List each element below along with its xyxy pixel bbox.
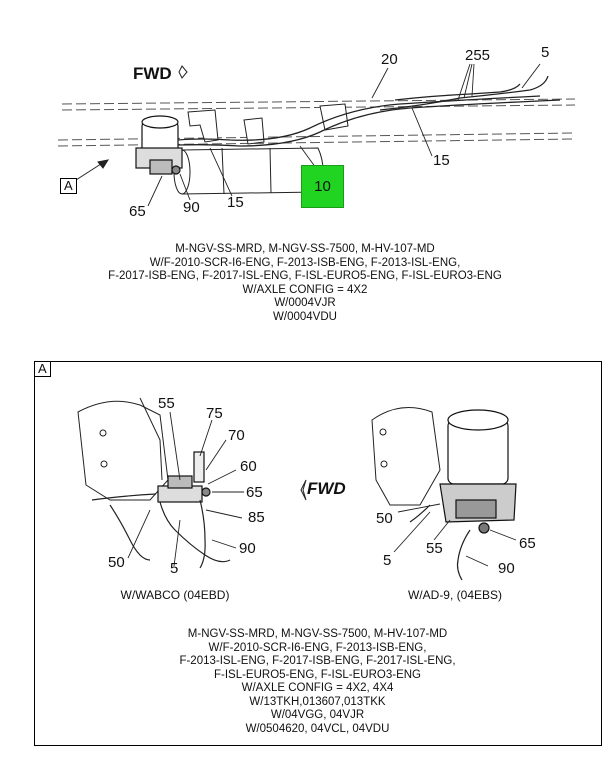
detail-view-a-label: A <box>34 361 51 377</box>
detail-fwd-label: FWD <box>307 479 346 498</box>
callout-10: 10 <box>314 178 331 195</box>
callout-90-left: 90 <box>239 540 256 557</box>
view-a-reference: A <box>60 178 77 194</box>
callout-50-right: 50 <box>376 510 393 527</box>
caption-line: W/F-2010-SCR-I6-ENG, F-2013-ISB-ENG, <box>208 641 427 654</box>
fwd-label: FWD <box>133 64 172 83</box>
callout-5: 5 <box>541 44 550 61</box>
callout-15-right: 15 <box>433 152 450 169</box>
callout-15-left: 15 <box>227 194 244 211</box>
callout-5-left: 5 <box>170 560 179 577</box>
caption-line: W/AXLE CONFIG = 4X2 <box>242 283 368 296</box>
caption-line: W/0004VJR <box>274 297 336 309</box>
caption-line: M-NGV-SS-MRD, M-NGV-SS-7500, M-HV-107-MD <box>187 628 448 640</box>
callout-55-right: 55 <box>426 540 443 557</box>
callout-75-left: 75 <box>206 405 223 422</box>
callout-85-left: 85 <box>248 509 265 526</box>
subtitle-wabco: W/WABCO (04EBD) <box>120 588 230 602</box>
caption-line: M-NGV-SS-MRD, M-NGV-SS-7500, M-HV-107-MD <box>175 243 435 255</box>
caption-line: W/0504620, 04VCL, 04VDU <box>245 722 390 735</box>
detail-view-a-frame <box>34 361 602 746</box>
caption-line: W/AXLE CONFIG = 4X2, 4X4 <box>241 682 394 694</box>
caption-line: W/F-2010-SCR-I6-ENG, F-2013-ISB-ENG, F-2… <box>149 256 461 269</box>
caption-line: W/13TKH,013607,013TKK <box>249 695 386 708</box>
callout-60-left: 60 <box>240 458 257 475</box>
callout-65-left: 65 <box>246 484 263 501</box>
callout-70-left: 70 <box>228 427 245 444</box>
callout-50-left: 50 <box>108 554 125 571</box>
callout-5-right: 5 <box>383 552 392 569</box>
frame-rail-drawing <box>57 63 576 207</box>
callout-90: 90 <box>183 199 200 216</box>
callout-20: 20 <box>381 51 398 68</box>
caption-line: F-ISL-EURO5-ENG, F-ISL-EURO3-ENG <box>213 668 422 681</box>
callout-55-left: 55 <box>158 395 175 412</box>
caption-line: W/04VGG, 04VJR <box>270 709 365 721</box>
callout-90-right: 90 <box>498 560 515 577</box>
caption-line: F-2017-ISB-ENG, F-2017-ISL-ENG, F-ISL-EU… <box>108 270 502 282</box>
subtitle-ad9: W/AD-9, (04EBS) <box>407 588 503 602</box>
callout-10-highlight: 10 <box>301 165 344 208</box>
callout-65: 65 <box>129 203 146 220</box>
caption-line: W/0004VDU <box>273 310 337 323</box>
callout-255: 255 <box>465 47 491 64</box>
caption-line: F-2013-ISL-ENG, F-2017-ISB-ENG, F-2017-I… <box>179 655 456 667</box>
callout-65-right: 65 <box>519 535 536 552</box>
